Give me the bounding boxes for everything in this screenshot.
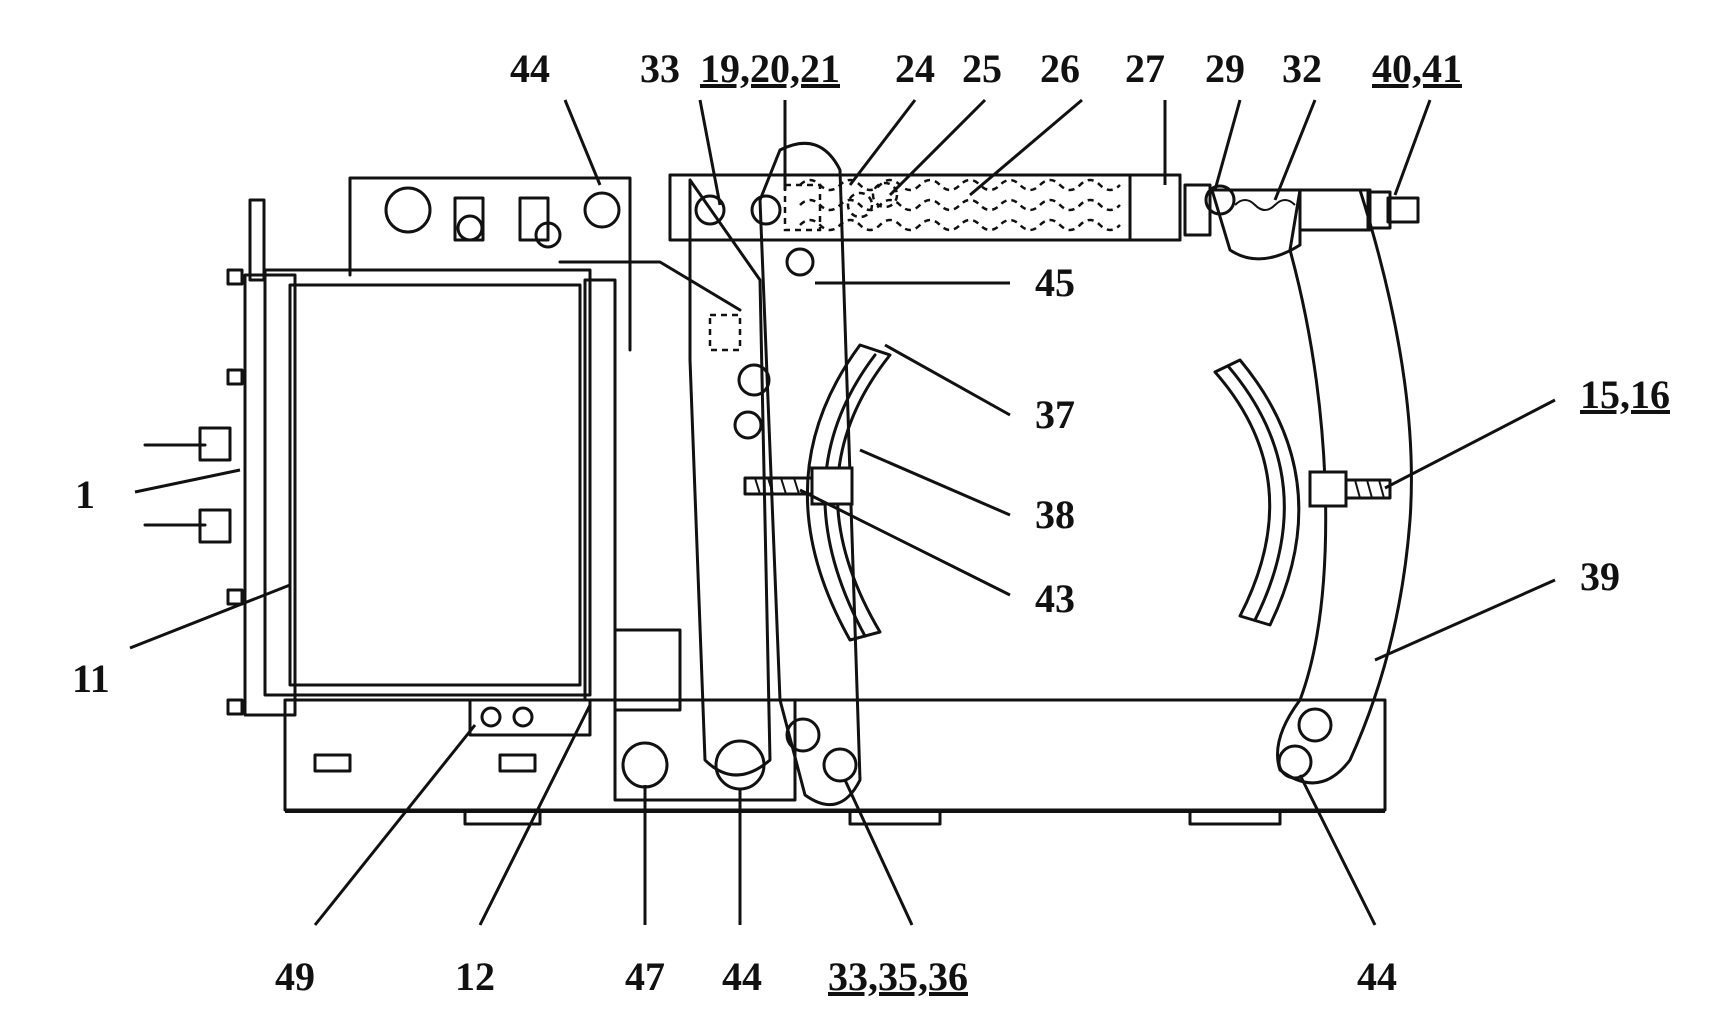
callout-39: 39 bbox=[1580, 554, 1620, 599]
callout-11: 11 bbox=[72, 656, 110, 701]
callout-44-bottom-2: 44 bbox=[1357, 954, 1397, 999]
callout-29: 29 bbox=[1205, 46, 1245, 91]
callout-labels: 44 33 19,20,21 24 25 26 27 29 32 40,41 4… bbox=[72, 46, 1670, 999]
callout-38: 38 bbox=[1035, 492, 1075, 537]
callout-33-top: 33 bbox=[640, 46, 680, 91]
callout-25: 25 bbox=[962, 46, 1002, 91]
right-brake-lever bbox=[1276, 188, 1413, 785]
thruster-housing bbox=[143, 176, 742, 773]
callout-40-41: 40,41 bbox=[1372, 46, 1462, 91]
callout-33-35-36: 33,35,36 bbox=[828, 954, 968, 999]
callout-44-top: 44 bbox=[510, 46, 550, 91]
callout-1: 1 bbox=[75, 472, 95, 517]
spring-tube bbox=[668, 173, 1182, 242]
adjuster-assembly bbox=[1183, 183, 1420, 261]
callout-49: 49 bbox=[275, 954, 315, 999]
callout-45: 45 bbox=[1035, 260, 1075, 305]
right-brake-shoe bbox=[1213, 358, 1392, 627]
callout-27: 27 bbox=[1125, 46, 1165, 91]
callout-43: 43 bbox=[1035, 576, 1075, 621]
callout-47: 47 bbox=[625, 954, 665, 999]
callout-44-bottom-1: 44 bbox=[722, 954, 762, 999]
callout-32: 32 bbox=[1282, 46, 1322, 91]
callout-26: 26 bbox=[1040, 46, 1080, 91]
callout-15-16: 15,16 bbox=[1580, 372, 1670, 417]
leader-lines bbox=[129, 98, 1556, 926]
callout-12: 12 bbox=[455, 954, 495, 999]
callout-37: 37 bbox=[1035, 392, 1075, 437]
callout-24: 24 bbox=[895, 46, 935, 91]
left-brake-shoe bbox=[743, 343, 892, 642]
base-frame bbox=[283, 698, 1387, 826]
callout-19-20-21: 19,20,21 bbox=[700, 46, 840, 91]
